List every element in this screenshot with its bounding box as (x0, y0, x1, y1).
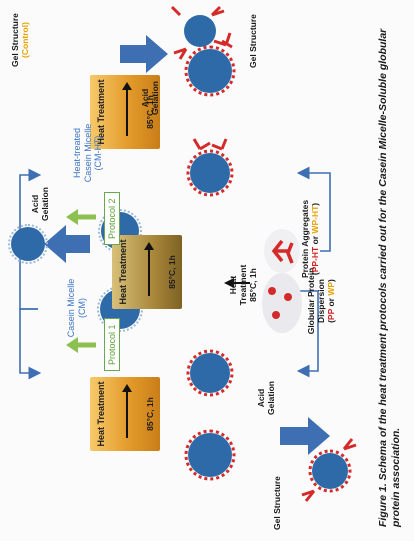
protein-aggregates-label: Protein Aggregates (PP-HT or WP-HT) (300, 199, 321, 279)
micelle-protocol-1 (186, 349, 234, 397)
protocol-2-label: Protocol 2 (104, 192, 120, 245)
acid-gelation-label-upper: Acid Gelation (140, 81, 161, 116)
acid-gelation-arrow-upper (120, 35, 168, 73)
micelle-lower-ht-result (184, 429, 236, 481)
control-label: (Control) (20, 22, 31, 58)
arrow-right-icon (126, 390, 128, 438)
protocol-2-arrow (66, 209, 96, 225)
heat-treatment-box-middle: Heat Treatment 85°C, 1h (112, 235, 182, 309)
figure-caption: Figure 1. Schema of the heat treatment p… (377, 28, 403, 527)
control-gel-micelle (8, 224, 48, 264)
acid-gelation-arrow-lower (280, 417, 330, 455)
acid-gelation-arrow-control (44, 225, 90, 263)
micelle-protocol-2 (186, 138, 234, 197)
arrow-right-icon (148, 248, 150, 296)
protein-aggregates-icon (264, 229, 300, 273)
gel-structure-label-lower: Gel Structure (272, 476, 282, 530)
acid-gelation-label-control: Acid Gelation (30, 187, 51, 222)
heat-treatment-arrowhead (224, 278, 234, 288)
flow-arrow-aggregates-to-upper-ht (296, 166, 331, 252)
heat-treatment-arrow-label: Heat Treatment 85°C, 1h (228, 264, 259, 306)
flow-arrow-cm-to-lower-ht (19, 308, 42, 380)
heat-treatment-box-lower: Heat Treatment 85°C, 1h (90, 377, 160, 451)
gel-structure-label-upper: Gel Structure (248, 14, 258, 68)
acid-gelation-label-lower: Acid Gelation (256, 381, 277, 416)
arrow-right-icon (126, 88, 128, 136)
flow-arrow-globular-to-lower-ht (296, 290, 319, 378)
gel-structure-lower (301, 438, 357, 502)
protocol-1-label: Protocol 1 (104, 318, 120, 371)
heat-treated-casein-micelle-label: Heat-treated Casein Micelle (CM-HT) (72, 123, 104, 183)
casein-micelle-label: Casein Micelle (CM) (66, 278, 87, 338)
protocol-1-arrow (66, 337, 96, 353)
globular-protein-dispersion-icon (262, 273, 302, 333)
gel-structure-label-control: Gel Structure (Control) (10, 13, 31, 67)
gel-structure-upper (170, 5, 233, 60)
